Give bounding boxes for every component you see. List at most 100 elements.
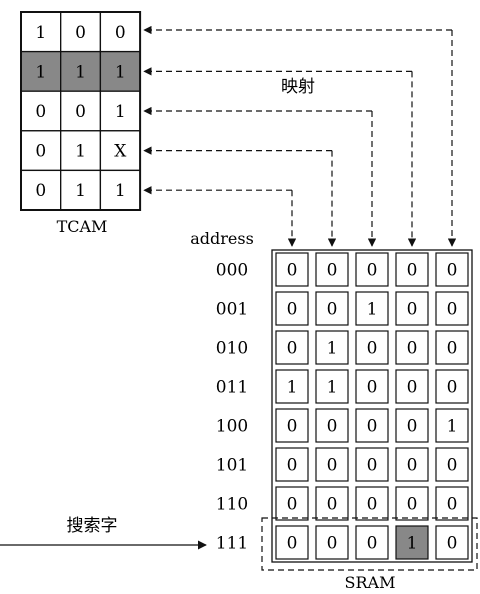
address-label: 110 <box>216 495 248 515</box>
address-header: address <box>190 229 254 248</box>
sram-cell <box>435 525 469 560</box>
tcam-cell-value: 1 <box>115 102 126 122</box>
sram-cell <box>355 330 389 365</box>
sram-cell <box>435 486 469 521</box>
tcam-cell-value: 1 <box>75 181 86 201</box>
sram-cell-value: 0 <box>327 261 338 281</box>
sram-cell <box>275 330 309 365</box>
tcam-cell <box>99 130 141 172</box>
sram-cell-value: 0 <box>407 261 418 281</box>
tcam-label: TCAM <box>57 217 108 236</box>
sram-cell <box>355 252 389 287</box>
sram-cell <box>275 291 309 326</box>
address-label: 000 <box>216 261 248 281</box>
tcam-cell-value: 0 <box>35 142 46 162</box>
sram-cell-value: 0 <box>327 456 338 476</box>
sram-cell-value: 0 <box>327 300 338 320</box>
sram-cell <box>435 447 469 482</box>
sram-cell-value: 0 <box>407 300 418 320</box>
sram-cell-value: 0 <box>367 378 378 398</box>
tcam-cell-value: 1 <box>75 62 86 82</box>
address-label: 001 <box>216 300 248 320</box>
tcam-cell-value: 1 <box>115 181 126 201</box>
sram-cell-value: 0 <box>287 339 298 359</box>
sram-cell <box>275 408 309 443</box>
sram-cell <box>355 525 389 560</box>
tcam-cell-value: 0 <box>35 102 46 122</box>
tcam-cell-value: 1 <box>35 23 46 43</box>
sram-cell-value: 1 <box>327 339 338 359</box>
sram-cell <box>435 252 469 287</box>
sram-cell-value: 0 <box>367 456 378 476</box>
tcam-cell <box>60 90 102 132</box>
sram-cell <box>395 252 429 287</box>
sram-cell-value: 0 <box>447 456 458 476</box>
sram-cell-value: 0 <box>447 339 458 359</box>
sram-cell-value: 0 <box>407 417 418 437</box>
address-label: 100 <box>216 417 248 437</box>
sram-cell <box>355 408 389 443</box>
sram-cell <box>275 447 309 482</box>
sram-cell-value: 1 <box>327 378 338 398</box>
search-result-box <box>261 517 478 571</box>
sram-cell-value: 0 <box>327 495 338 515</box>
sram-cell <box>435 330 469 365</box>
sram-cell <box>275 252 309 287</box>
tcam-cell-value: 0 <box>115 23 126 43</box>
sram-cell-value: 1 <box>447 417 458 437</box>
tcam-cell-value: 0 <box>75 23 86 43</box>
sram-cell <box>275 486 309 521</box>
sram-cell-value: 0 <box>367 495 378 515</box>
sram-cell <box>275 525 309 560</box>
tcam-cell-value: 1 <box>35 62 46 82</box>
sram-cell-value: 0 <box>447 378 458 398</box>
sram-cell-value: 0 <box>367 417 378 437</box>
sram-cell <box>395 486 429 521</box>
sram-cell <box>355 447 389 482</box>
mapping-label: 映射 <box>281 77 315 97</box>
sram-cell <box>315 486 349 521</box>
sram-cell <box>395 291 429 326</box>
sram-cell <box>315 252 349 287</box>
sram-cell <box>395 408 429 443</box>
mapping-connectors <box>143 25 457 247</box>
sram-cell-value: 1 <box>367 300 378 320</box>
sram-cell-value: 0 <box>327 417 338 437</box>
address-label: 011 <box>216 378 248 398</box>
tcam-border <box>20 11 142 211</box>
sram-cell-value: 0 <box>367 534 378 554</box>
sram-cell <box>435 408 469 443</box>
sram-cell <box>435 291 469 326</box>
sram-cell <box>315 330 349 365</box>
sram-cell <box>355 291 389 326</box>
sram-cell-value: 0 <box>407 378 418 398</box>
tcam-cell-value: 0 <box>75 102 86 122</box>
sram-cell-value: 0 <box>447 534 458 554</box>
sram-cell <box>435 369 469 404</box>
search-key-label: 搜索字 <box>67 516 118 536</box>
sram-cell <box>275 369 309 404</box>
sram-cell-value: 0 <box>407 339 418 359</box>
tcam-cell <box>60 11 102 53</box>
address-label: 111 <box>216 534 248 554</box>
sram-cell <box>315 369 349 404</box>
sram-cell-value: 0 <box>327 534 338 554</box>
sram-cell <box>395 369 429 404</box>
tcam-cell <box>99 50 141 92</box>
sram-cell-value: 0 <box>287 495 298 515</box>
sram-cell-value: 0 <box>407 456 418 476</box>
sram-cell <box>395 330 429 365</box>
sram-cell-value: 0 <box>287 300 298 320</box>
sram-cell-value: 0 <box>447 300 458 320</box>
sram-cell <box>355 486 389 521</box>
sram-border <box>271 249 473 563</box>
sram-cell-value: 0 <box>367 261 378 281</box>
sram-cell <box>315 525 349 560</box>
sram-cell-value: 0 <box>447 261 458 281</box>
sram-cell <box>315 291 349 326</box>
address-label: 010 <box>216 339 248 359</box>
sram-cell-value: 0 <box>447 495 458 515</box>
